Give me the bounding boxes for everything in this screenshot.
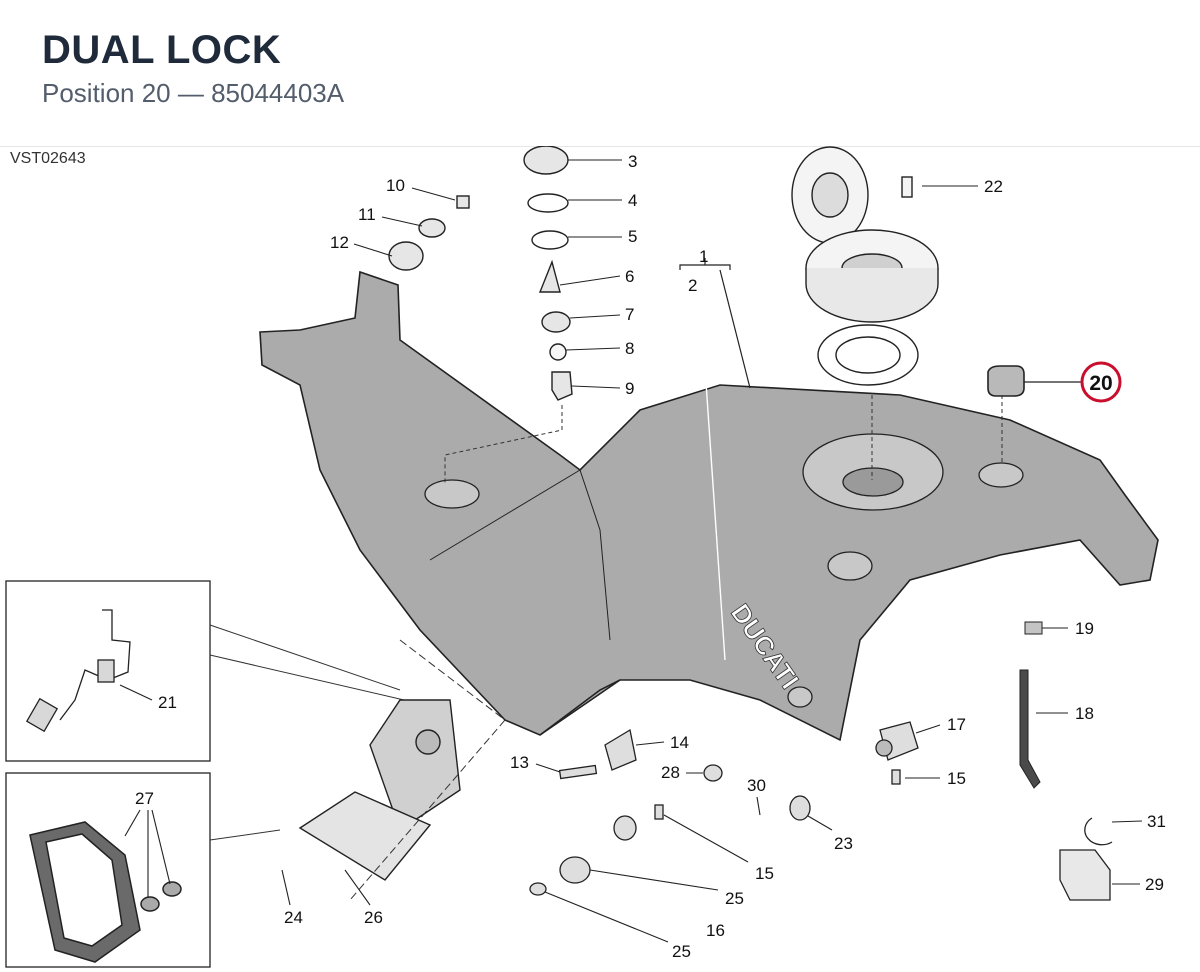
callout-19: 19 (1075, 619, 1094, 638)
highlight-callout-label: 20 (1089, 372, 1112, 395)
callout-15a: 15 (947, 769, 966, 788)
callout-30: 30 (747, 776, 766, 795)
highlight-callout-circle (1080, 361, 1122, 403)
bracket-17 (875, 721, 919, 761)
fuel-tank (259, 270, 1159, 742)
page-title: DUAL LOCK (42, 28, 282, 72)
callout-1: 1 (699, 247, 708, 266)
filler-cap-assembly (791, 146, 939, 386)
exploded-parts-diagram: DUCATI 20 (5, 146, 1166, 968)
pump-valve-parts (388, 146, 573, 401)
callout-21: 21 (158, 693, 177, 712)
fuel-pump-assembly (298, 699, 461, 881)
wiring-harness (25, 609, 131, 733)
callout-13: 13 (510, 753, 529, 772)
callout-22: 22 (984, 177, 1003, 196)
callout-26: 26 (364, 908, 383, 927)
callout-25a: 25 (725, 889, 744, 908)
callout-25b: 25 (672, 942, 691, 961)
hose-clamp (1024, 621, 1043, 635)
page-header: DUAL LOCK Position 20 — 85044403A (0, 0, 1200, 147)
part-group-bracket (679, 258, 731, 270)
callout-15b: 15 (755, 864, 774, 883)
leader-dashed-left (444, 405, 563, 485)
callout-18: 18 (1075, 704, 1094, 723)
callout-leaders (119, 159, 1143, 943)
callout-23: 23 (834, 834, 853, 853)
callout-24: 24 (284, 908, 303, 927)
callout-4: 4 (628, 191, 637, 210)
side-bracket-29-31 (1059, 817, 1113, 901)
callout-6: 6 (625, 267, 634, 286)
callout-17: 17 (947, 715, 966, 734)
callout-16: 16 (706, 921, 725, 940)
callout-5: 5 (628, 227, 637, 246)
callout-28: 28 (661, 763, 680, 782)
pump-dash-outline (349, 639, 506, 901)
dual-lock-pad (987, 365, 1025, 397)
callout-10: 10 (386, 176, 405, 195)
callout-labels: 1 2 3 4 5 6 7 8 9 10 11 12 13 14 15 15 1… (135, 152, 1166, 961)
tank-openings (424, 433, 1024, 708)
callout-11: 11 (358, 205, 376, 224)
page-subtitle: Position 20 — 85044403A (42, 78, 345, 108)
callout-2: 2 (688, 276, 697, 295)
callout-7: 7 (625, 305, 634, 324)
callout-14: 14 (670, 733, 689, 752)
callout-12: 12 (330, 233, 349, 252)
callout-29: 29 (1145, 875, 1164, 894)
callout-3: 3 (628, 152, 637, 171)
callout-27: 27 (135, 789, 154, 808)
gasket-27 (29, 821, 182, 963)
breather-hose (1019, 669, 1041, 789)
diagram-code: VST02643 (10, 150, 86, 167)
callout-31: 31 (1147, 812, 1166, 831)
callout-9: 9 (625, 379, 634, 398)
lower-parts (529, 728, 901, 896)
callout-8: 8 (625, 339, 634, 358)
